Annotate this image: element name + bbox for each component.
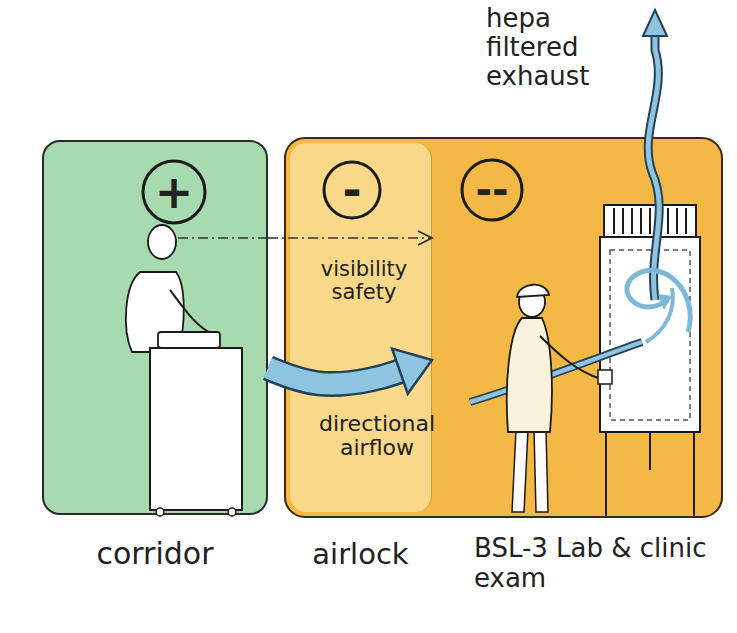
exhaust-stream xyxy=(648,34,659,300)
filter-grill xyxy=(614,208,686,234)
pressure-symbol: - xyxy=(322,160,382,220)
zone-label: corridor xyxy=(44,537,266,572)
cabinet-body xyxy=(600,237,700,432)
exhaust-arrowhead xyxy=(643,10,667,36)
room-zone: BSL-3 Lab & clinic exam-- xyxy=(432,142,718,514)
zone-label: BSL-3 Lab & clinic exam xyxy=(474,534,720,594)
swirl-arrowhead xyxy=(658,294,672,310)
swirl-stream xyxy=(646,288,673,342)
exhaust-outline xyxy=(648,34,659,300)
pressure-sign: - xyxy=(322,160,382,220)
inflow-outline xyxy=(470,342,642,402)
worker-arm xyxy=(540,336,598,378)
worker-coat xyxy=(507,318,552,432)
pressure-sign: -- xyxy=(460,158,524,222)
edge-label: visibility safety xyxy=(298,258,430,304)
worker-leg xyxy=(534,430,548,512)
pressure-symbol: -- xyxy=(460,158,524,222)
edge-label: directional airflow xyxy=(282,412,472,460)
room-zone: corridor+ xyxy=(42,140,268,515)
cabinet-airflow xyxy=(470,270,690,402)
specimen xyxy=(598,370,612,384)
biosafety-cabinet xyxy=(600,205,700,516)
inflow-stream xyxy=(470,342,642,402)
cabinet-work-zone xyxy=(610,250,690,420)
worker-head xyxy=(519,287,545,317)
hepa-filter-housing xyxy=(604,205,696,237)
annotation: hepa filtered exhaust xyxy=(486,4,606,91)
worker-leg xyxy=(512,430,528,512)
zone-label: airlock xyxy=(290,538,431,571)
pressure-symbol: + xyxy=(141,159,207,225)
swirl-stream xyxy=(627,270,690,332)
exhaust-flow xyxy=(643,10,667,300)
cabinet-legs xyxy=(606,432,694,516)
worker-cap xyxy=(517,285,549,297)
pressure-sign: + xyxy=(141,159,207,225)
lab-worker xyxy=(507,285,612,512)
